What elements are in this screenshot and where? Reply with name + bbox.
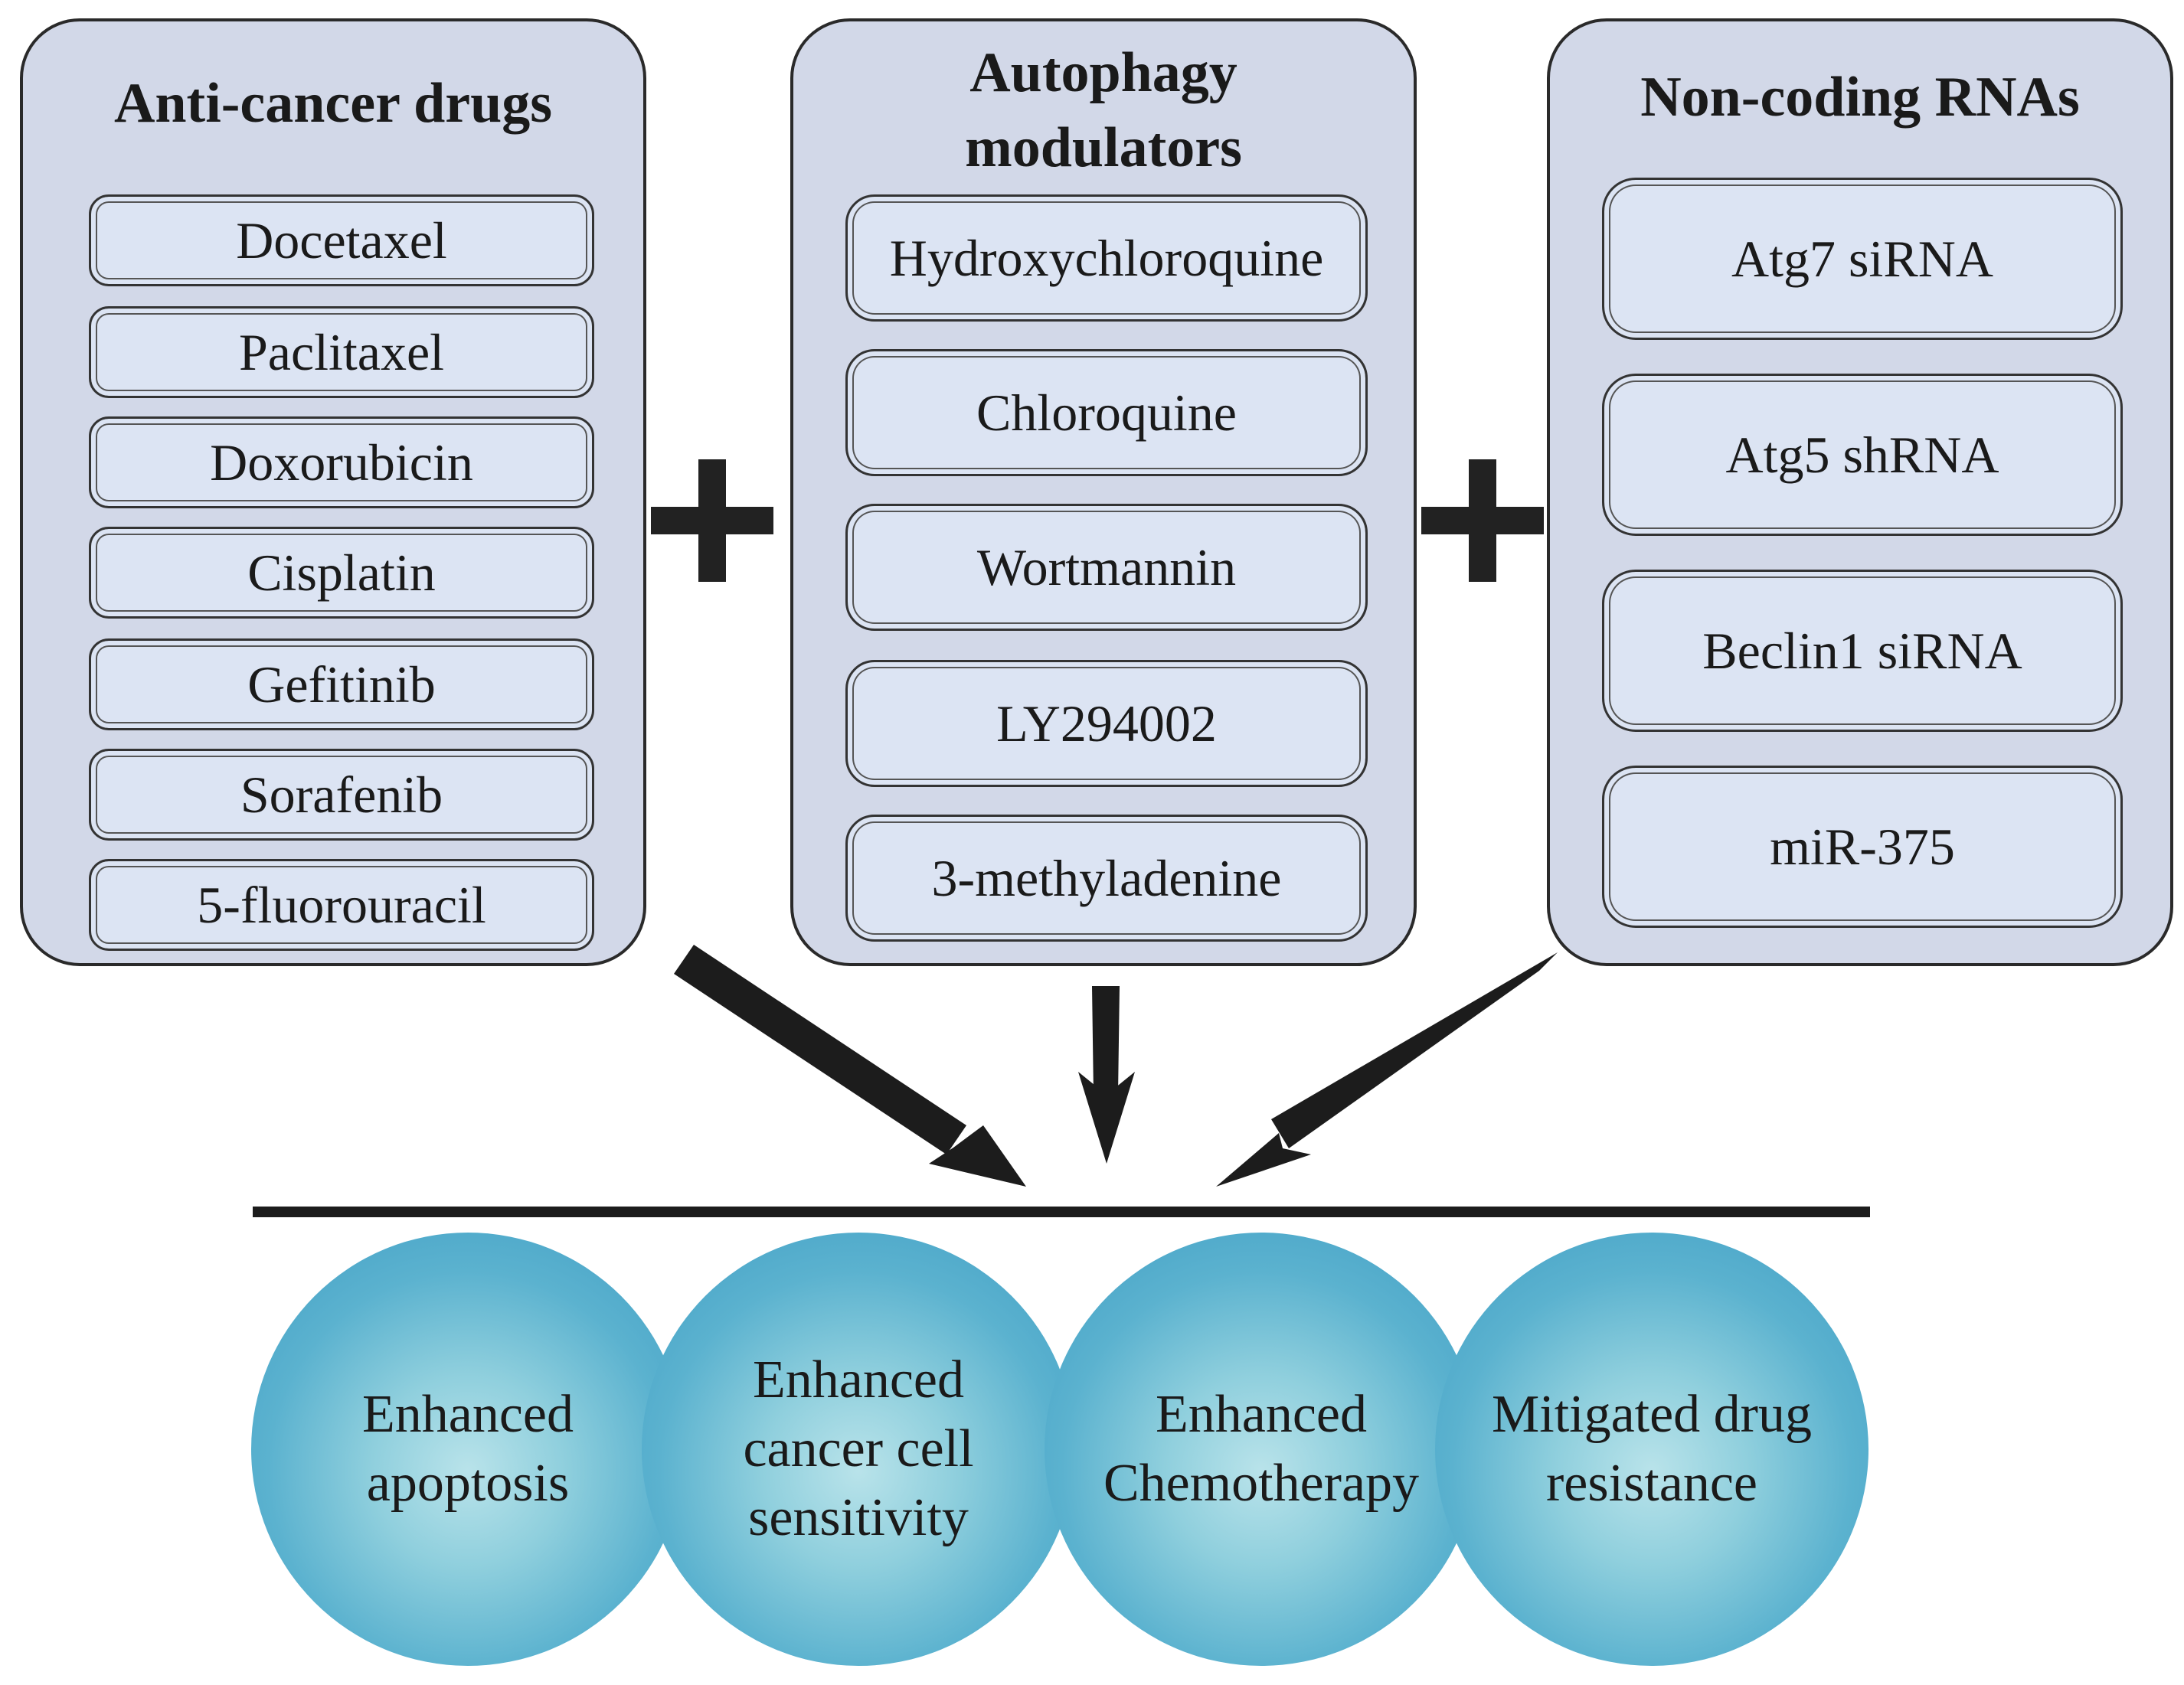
item-sorafenib: Sorafenib (89, 749, 594, 841)
outcome-label: Enhanced cancer cell sensitivity (743, 1350, 974, 1547)
item-paclitaxel: Paclitaxel (89, 306, 594, 398)
outcome-enhanced-apoptosis: Enhanced apoptosis (251, 1233, 685, 1666)
outcome-label: Mitigated drug resistance (1492, 1385, 1812, 1513)
panel-title: Autophagy modulators (965, 41, 1242, 179)
item-ly294002: LY294002 (845, 660, 1368, 787)
outcome-enhanced-sensitivity: Enhanced cancer cell sensitivity (642, 1233, 1075, 1666)
item-3-methyladenine: 3-methyladenine (845, 815, 1368, 942)
panel-title: Non-coding RNAs (1640, 66, 2080, 129)
panel-non-coding-rnas: Non-coding RNAs Atg7 siRNA Atg5 shRNA Be… (1547, 18, 2173, 966)
item-mir-375: miR-375 (1602, 766, 2123, 928)
outcome-label: Enhanced Chemotherapy (1103, 1385, 1420, 1513)
item-atg5-shrna: Atg5 shRNA (1602, 374, 2123, 536)
divider-line (253, 1207, 1870, 1217)
item-docetaxel: Docetaxel (89, 194, 594, 286)
item-chloroquine: Chloroquine (845, 349, 1368, 476)
panel-autophagy-modulators: Autophagy modulators Hydroxychloroquine … (790, 18, 1417, 966)
panel-anti-cancer-drugs: Anti-cancer drugs Docetaxel Paclitaxel D… (20, 18, 646, 966)
plus-sign (1421, 459, 1544, 582)
arrow-center (1078, 986, 1135, 1164)
item-doxorubicin: Doxorubicin (89, 416, 594, 508)
outcome-enhanced-chemotherapy: Enhanced Chemotherapy (1045, 1233, 1478, 1666)
item-atg7-sirna: Atg7 siRNA (1602, 178, 2123, 340)
plus-sign (651, 459, 773, 582)
panel-title: Anti-cancer drugs (113, 72, 553, 135)
arrow-right (1216, 952, 1558, 1187)
arrow-left (674, 945, 1026, 1187)
item-gefitinib: Gefitinib (89, 638, 594, 730)
outcome-mitigated-resistance: Mitigated drug resistance (1435, 1233, 1868, 1666)
outcome-label: Enhanced apoptosis (362, 1385, 574, 1513)
item-cisplatin: Cisplatin (89, 527, 594, 619)
item-wortmannin: Wortmannin (845, 504, 1368, 631)
item-beclin1-sirna: Beclin1 siRNA (1602, 570, 2123, 732)
item-hydroxychloroquine: Hydroxychloroquine (845, 194, 1368, 322)
item-5-fluorouracil: 5-fluorouracil (89, 859, 594, 951)
